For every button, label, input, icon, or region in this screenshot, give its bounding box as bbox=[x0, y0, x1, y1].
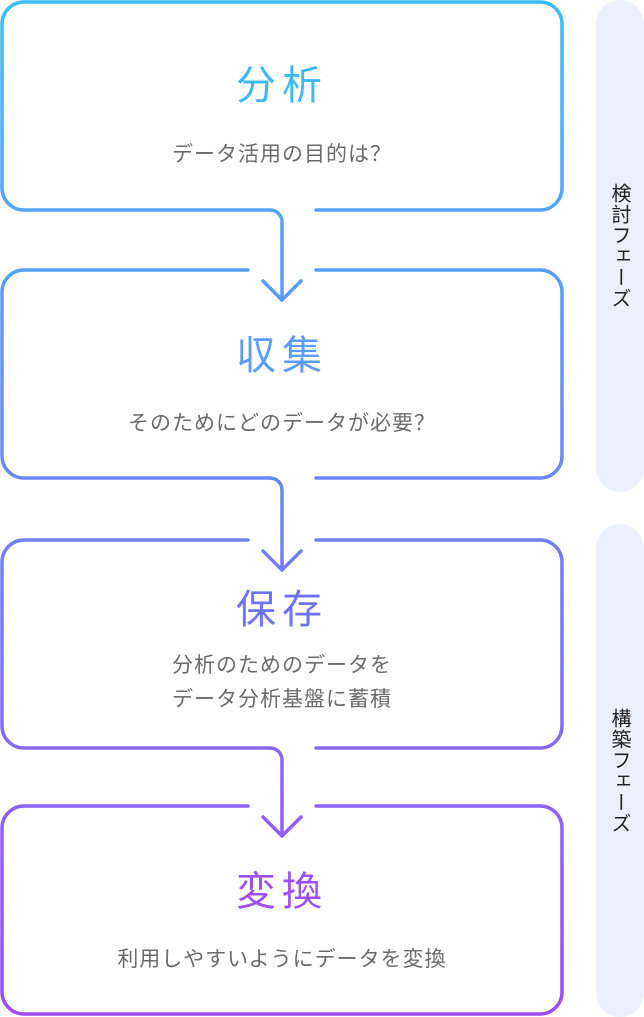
phase-label: 検討フェーズ bbox=[608, 183, 632, 309]
box-outline-storage bbox=[314, 538, 564, 750]
box-outline-left-storage bbox=[0, 538, 272, 750]
box-outline-collection bbox=[314, 268, 564, 480]
step-title: 分析 bbox=[236, 63, 328, 109]
step-description: 利用しやすいようにデータを変換 bbox=[117, 947, 447, 971]
step-analysis: 分析 データ活用の目的は？ bbox=[2, 2, 562, 210]
step-title: 収集 bbox=[236, 333, 328, 379]
arrow-down-icon bbox=[261, 815, 303, 838]
step-description: 分析のためのデータを データ分析基盤に蓄積 bbox=[172, 653, 392, 711]
connector-line bbox=[268, 746, 284, 838]
phase-build: 構築フェーズ bbox=[596, 524, 644, 1017]
arrow-down-icon bbox=[261, 549, 303, 572]
box-outline-analysis bbox=[22, 0, 564, 212]
phase-review: 検討フェーズ bbox=[596, 0, 644, 492]
step-transformation: 変換 利用しやすいようにデータを変換 bbox=[2, 806, 562, 1014]
step-collection: 収集 そのためにどのデータが必要？ bbox=[2, 270, 562, 478]
box-outline-transformation bbox=[0, 804, 564, 1016]
phase-label: 構築フェーズ bbox=[608, 707, 632, 834]
step-description: データ活用の目的は？ bbox=[172, 142, 392, 166]
step-storage: 保存 分析のためのデータを データ分析基盤に蓄積 bbox=[2, 540, 562, 748]
arrow-down-icon bbox=[261, 279, 303, 302]
step-title: 変換 bbox=[236, 869, 328, 915]
connector-line bbox=[268, 476, 284, 572]
box-outline-left-collection bbox=[0, 268, 272, 480]
step-title: 保存 bbox=[236, 587, 328, 633]
connector-line bbox=[268, 208, 284, 302]
step-description: そのためにどのデータが必要？ bbox=[128, 411, 436, 435]
box-outline-left-analysis bbox=[0, 0, 272, 212]
